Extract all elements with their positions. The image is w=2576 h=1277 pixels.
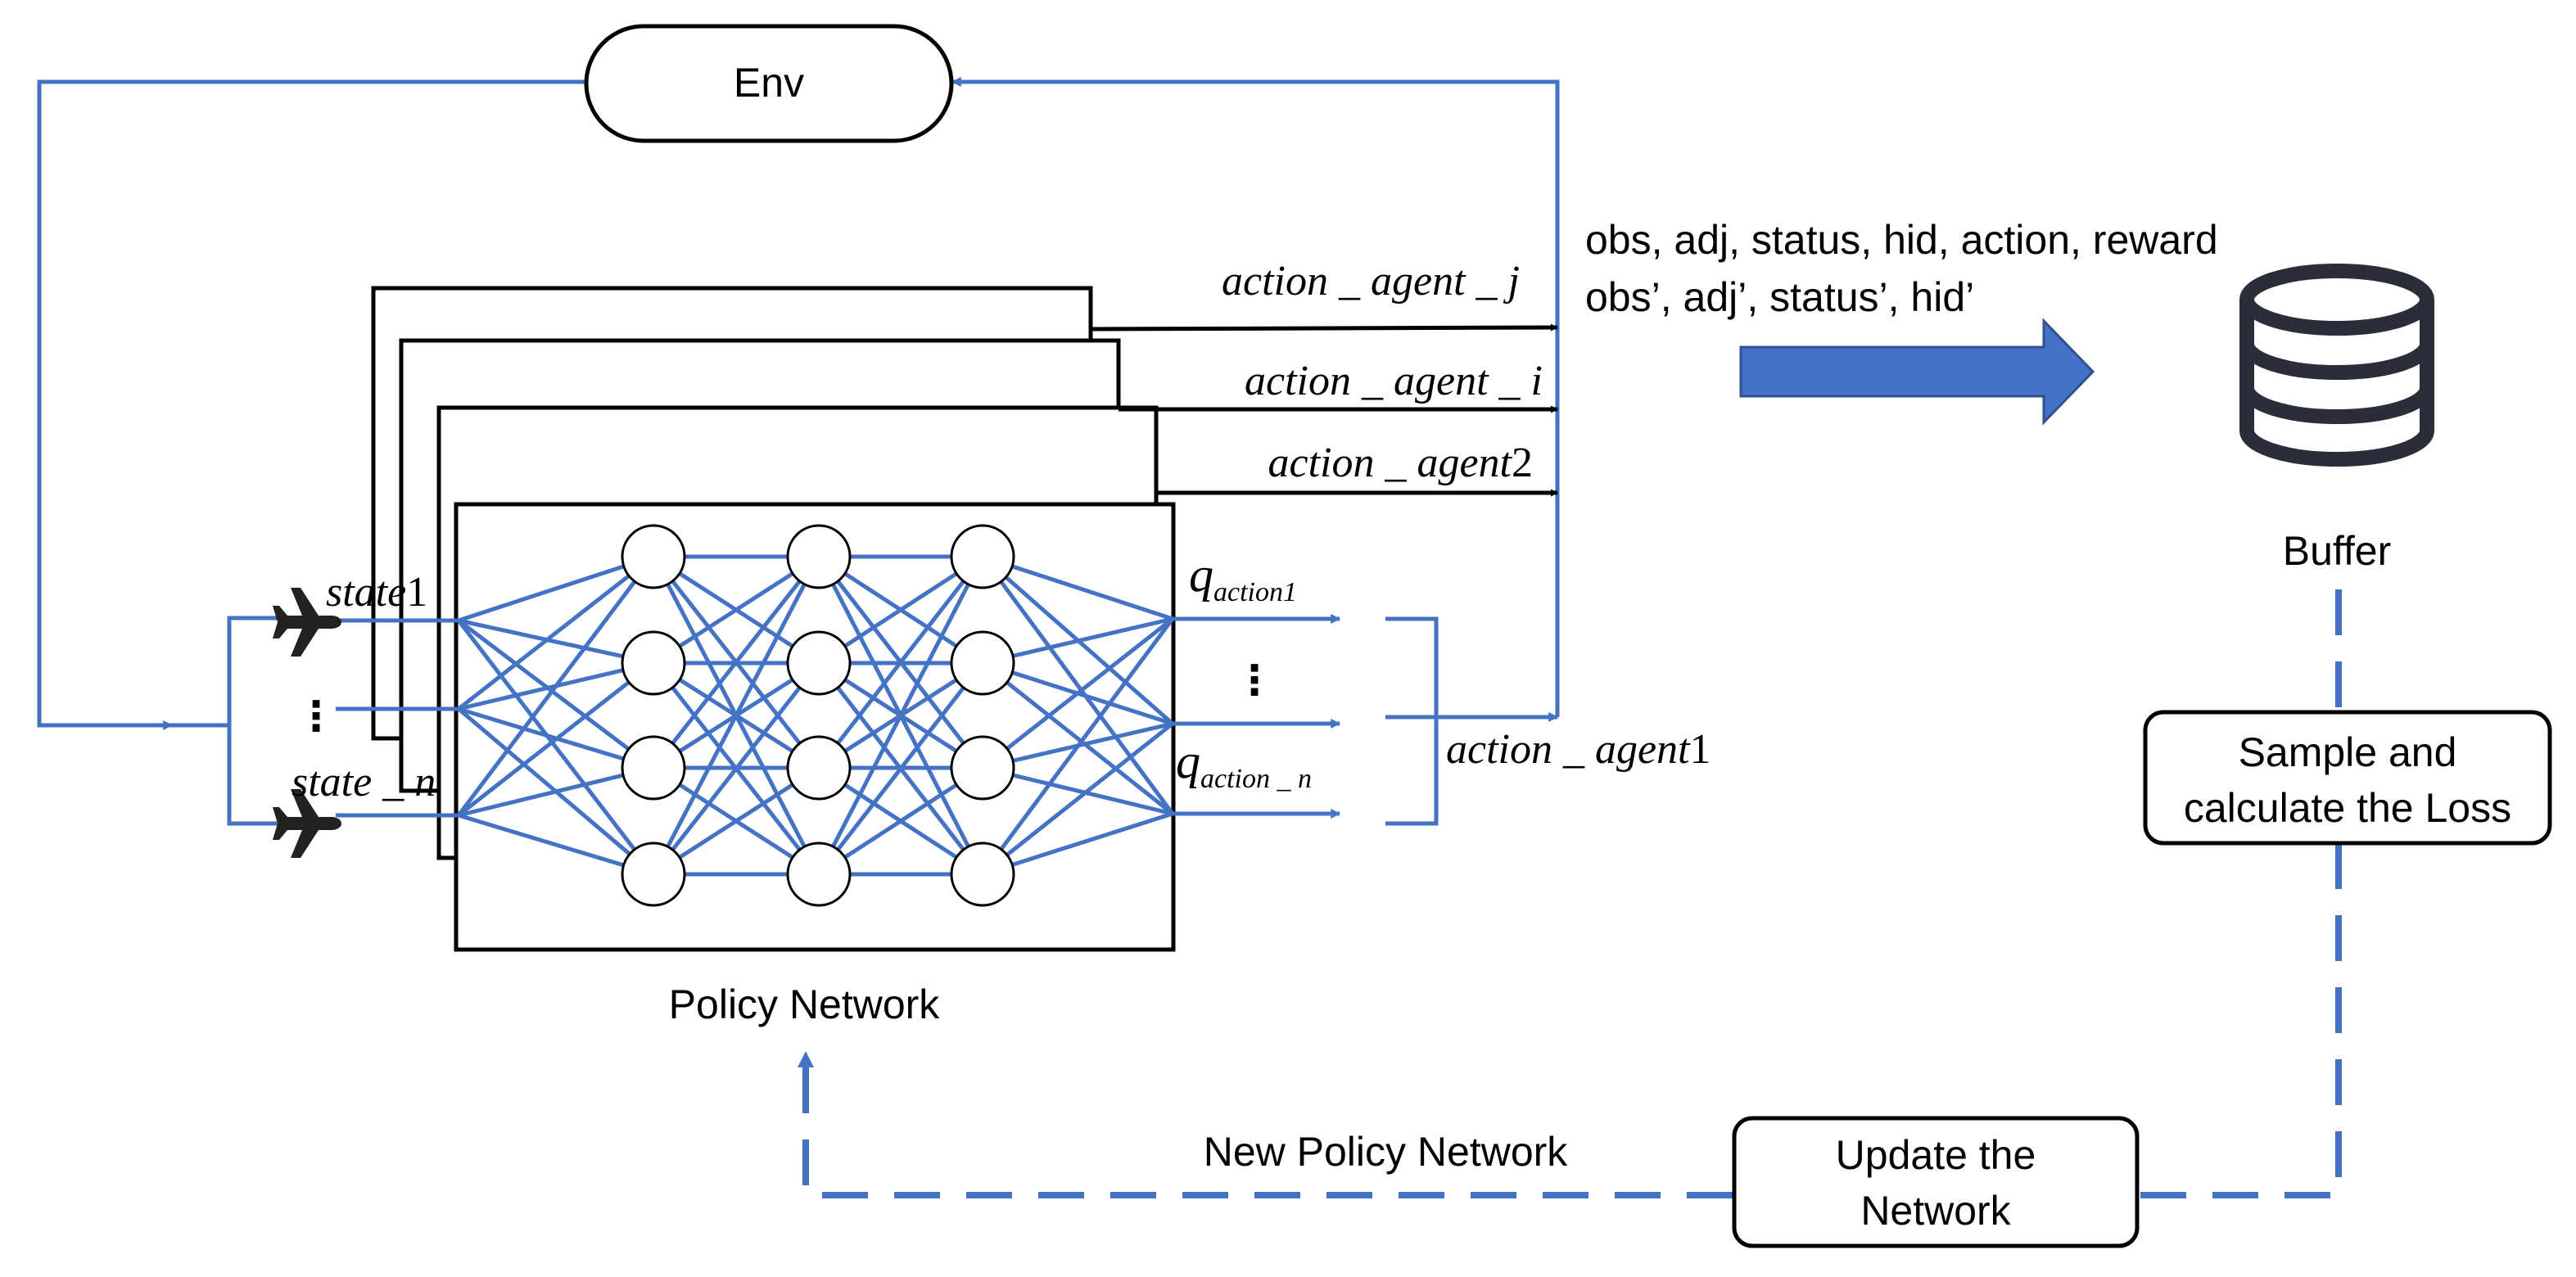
update-to-policy-line xyxy=(798,1051,1733,1198)
state-label-1: state1 xyxy=(326,569,427,616)
new-policy-network-label: New Policy Network xyxy=(1204,1129,1569,1175)
neuron-node xyxy=(621,842,686,907)
sample-box-line-1: Sample and xyxy=(2239,729,2457,775)
network-edge xyxy=(457,555,655,711)
neuron-node xyxy=(621,524,686,589)
transition-arrow xyxy=(1739,318,2095,426)
database-icon xyxy=(2239,264,2434,467)
network-edge xyxy=(458,813,654,877)
network-edge xyxy=(457,619,655,876)
input-bracket xyxy=(227,616,283,826)
network-edge xyxy=(981,661,1174,815)
update-network-box: Update the Network xyxy=(1732,1116,2140,1248)
network-edge xyxy=(982,811,1173,877)
network-edges xyxy=(457,554,1175,877)
neuron-node xyxy=(950,735,1015,801)
network-edge xyxy=(817,555,984,769)
network-edge xyxy=(457,619,655,769)
neuron-node xyxy=(786,630,852,696)
q-label-n: qaction _ n xyxy=(1176,734,1312,794)
q-ellipsis: ⋮ xyxy=(1234,657,1275,703)
airplane-icon xyxy=(273,588,341,657)
actions-to-env-line xyxy=(951,77,1560,717)
neuron-node xyxy=(621,735,686,801)
action-label-i: action _ agent _ i xyxy=(1245,358,1543,404)
neuron-node xyxy=(950,524,1015,589)
network-edge xyxy=(652,554,820,666)
network-edge xyxy=(982,765,1173,816)
transition-line-1: obs, adj, status, hid, action, reward xyxy=(1585,217,2218,263)
state-label-n: state _ n xyxy=(291,759,436,805)
sample-loss-box: Sample and calculate the Loss xyxy=(2143,710,2552,846)
q-bracket xyxy=(1385,616,1439,826)
network-edge xyxy=(458,618,654,666)
neuron-node xyxy=(786,524,852,589)
buffer-label: Buffer xyxy=(2283,528,2392,574)
network-nodes xyxy=(621,524,1015,907)
env-label: Env xyxy=(734,60,804,106)
update-box-line-2: Network xyxy=(1860,1188,2011,1234)
network-edge xyxy=(982,616,1173,666)
action-label-1: action _ agent1 xyxy=(1446,726,1711,773)
env-to-agents-line xyxy=(37,79,586,730)
action-labels: action _ agent _ j action _ agent _ i ac… xyxy=(1222,258,1711,773)
transition-line-2: obs’, adj’, status’, hid’ xyxy=(1585,274,1974,320)
action-label-j: action _ agent _ j xyxy=(1222,258,1520,305)
network-edge xyxy=(651,555,821,876)
neuron-node xyxy=(950,630,1015,696)
neuron-node xyxy=(950,842,1015,907)
sample-to-update-line xyxy=(2139,843,2342,1198)
state-ellipsis: ⋮ xyxy=(296,693,337,739)
action-label-2: action _ agent2 xyxy=(1268,440,1533,486)
network-edge xyxy=(980,617,1175,876)
state-input-lines xyxy=(172,616,459,826)
neuron-node xyxy=(786,842,852,907)
network-edge xyxy=(457,555,655,817)
neuron-node xyxy=(621,630,686,696)
network-edge xyxy=(458,765,654,818)
network-edge xyxy=(980,555,1175,815)
neuron-node xyxy=(786,735,852,801)
training-loop xyxy=(798,589,2342,1198)
network-edge xyxy=(457,661,655,817)
network-edge xyxy=(652,661,820,876)
network-edge xyxy=(981,617,1174,769)
q-output-lines xyxy=(1173,614,1559,826)
network-edge xyxy=(817,661,984,876)
network-edge xyxy=(817,554,984,666)
action-arrow-j xyxy=(1090,323,1558,332)
network-edge xyxy=(817,765,984,877)
network-edge xyxy=(982,554,1173,621)
action-arrows xyxy=(1090,323,1558,497)
env-box: Env xyxy=(584,24,954,143)
update-box-line-1: Update the xyxy=(1836,1132,2036,1178)
network-edge xyxy=(981,722,1174,876)
env-loop-connectors xyxy=(37,77,1560,730)
q-label-1: qaction1 xyxy=(1189,548,1297,607)
policy-network-label: Policy Network xyxy=(669,981,941,1027)
network-edge xyxy=(652,765,820,877)
network-edge xyxy=(458,554,654,623)
airplane-icon xyxy=(273,789,341,858)
sample-box-line-2: calculate the Loss xyxy=(2184,785,2511,831)
network-edge xyxy=(652,555,820,769)
network-edge xyxy=(816,555,985,876)
